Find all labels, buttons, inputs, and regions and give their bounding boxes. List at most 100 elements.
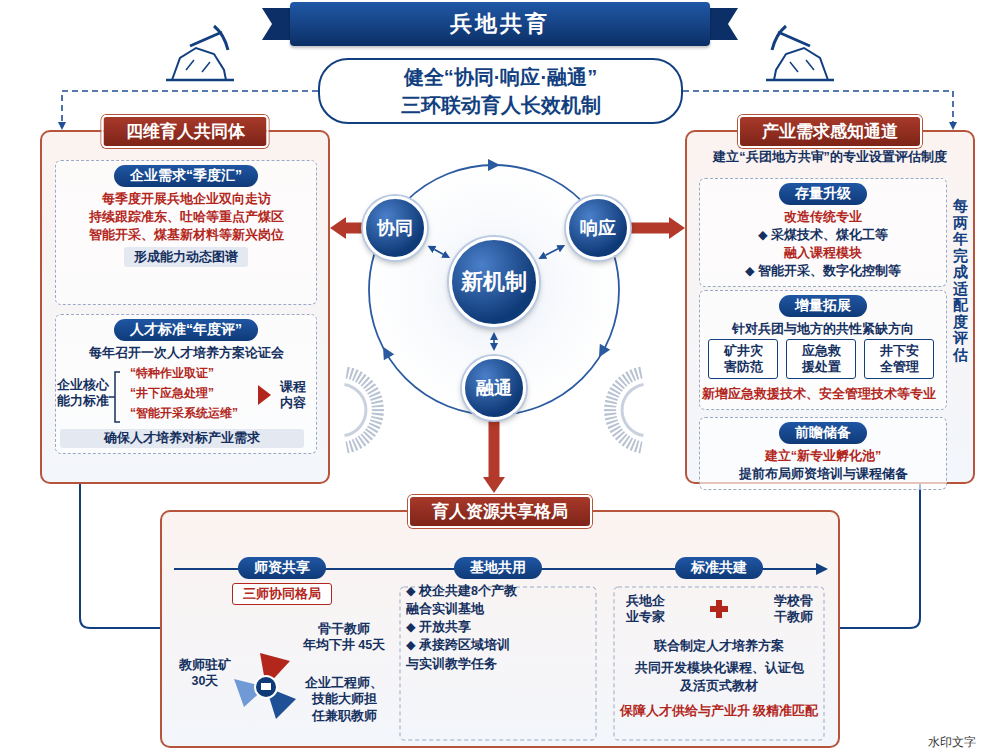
- decor-path: [710, 600, 728, 618]
- decor-path: [186, 60, 210, 72]
- arrow-target: 课程 内容: [274, 379, 312, 412]
- section-box: 人才标准“年度评” 每年召开一次人才培养方案论证会企业核心 能力标准 “特种作业取证…: [55, 314, 317, 454]
- standard-item: “特种作业取证”: [122, 365, 260, 382]
- ring-circle: 协同: [363, 196, 427, 260]
- title-banner: 兵地共育: [290, 2, 710, 46]
- figure-note: 骨干教师 年均下井 45天: [302, 621, 386, 654]
- party-label: 兵地企 业专家: [620, 593, 670, 626]
- section-pill: 增量拓展: [779, 295, 867, 317]
- section-box: 企业需求“季度汇” 每季度开展兵地企业双向走访 持续跟踪准东、吐哈等重点产煤区 智…: [55, 160, 317, 305]
- circle-text: 新机制: [461, 267, 527, 297]
- decor-path: [610, 373, 641, 448]
- section-box: 存量升级改造传统专业◆ 采煤技术、煤化工等融入课程模块◆ 智能开采、数字化控制等: [699, 178, 947, 287]
- standard-item: “井下应急处理”: [122, 385, 260, 402]
- decor-circle: [344, 140, 644, 440]
- section-pill: 企业需求“季度汇”: [114, 165, 258, 187]
- section-line: 新增应急救援技术、安全管理技术等专业: [700, 385, 938, 403]
- ring-circle: 融通: [462, 356, 526, 420]
- decor-path: [345, 384, 366, 435]
- section-line: ◆ 智能开采、数字化控制等: [705, 262, 941, 280]
- direction-box: 井下安 全管理: [864, 339, 934, 379]
- decor-path: [115, 372, 120, 422]
- column-box: 标准共建兵地企 业专家学校骨 干教师联合制定人才培养方案共同开发模块化课程、认证…: [612, 557, 826, 742]
- right-panel: 产业需求感知通道建立“兵团地方共审”的专业设置评估制度每两年完成适配度评估存量升…: [685, 130, 975, 484]
- section-line: ◆ 采煤技术、煤化工等: [705, 226, 941, 244]
- section-pill: 人才标准“年度评”: [114, 319, 258, 341]
- standard-item: “智能开采系统运维”: [122, 405, 260, 422]
- panel-heading: 四维育人共同体: [102, 115, 269, 148]
- section-pill: 存量升级: [779, 183, 867, 205]
- decor-path: [488, 159, 500, 171]
- section-body: 每季度开展兵地企业双向走访 持续跟踪准东、吐哈等重点产煤区 智能开采、煤基新材料…: [61, 190, 311, 244]
- bracket-label: 企业核心 能力标准: [56, 377, 110, 410]
- decor-path: [347, 373, 378, 448]
- circle-text: 响应: [580, 216, 616, 240]
- decor-path: [772, 26, 786, 50]
- panel-heading: 育人资源共享格局: [408, 495, 592, 528]
- figure-note: 教师驻矿 30天: [176, 657, 234, 690]
- decor-path: [190, 32, 222, 46]
- decor-path: [778, 32, 810, 46]
- bullet-item: ◆ 承接跨区域培训 与实训教学任务: [398, 636, 598, 672]
- section-box: 前瞻储备建立“新专业孵化池”提前布局师资培训与课程储备: [699, 417, 947, 490]
- column-box: 师资共享三师协同格局教师驻矿 30天 骨干教师 年均下井 45天企业工程师、 技能…: [176, 557, 388, 742]
- direction-text: 应急救 援处置: [787, 343, 855, 376]
- decor-path: [166, 79, 234, 82]
- decor-path: [816, 563, 828, 575]
- decor-path: [80, 484, 160, 628]
- panel-heading: 产业需求感知通道: [738, 115, 922, 148]
- policy-note: 建立“兵团地方共审”的专业设置评估制度: [691, 148, 969, 166]
- decor-path: [766, 79, 834, 82]
- circle-text: 融通: [476, 376, 512, 400]
- decor-path: [109, 396, 115, 398]
- bullet-item: ◆ 开放共享: [398, 618, 598, 636]
- decor-g: [234, 653, 296, 719]
- party-label: 学校骨 干教师: [768, 593, 818, 626]
- bullet-item: ◆ 校企共建8个产教 融合实训基地: [398, 582, 598, 618]
- section-pill: 前瞻储备: [779, 422, 867, 444]
- decor-path: [260, 653, 290, 687]
- left-panel: 四维育人共同体企业需求“季度汇”每季度开展兵地企业双向走访 持续跟踪准东、吐哈等…: [40, 130, 330, 484]
- bottom-panel: 育人资源共享格局师资共享三师协同格局教师驻矿 30天骨干教师 年均下井 45天企…: [160, 510, 840, 748]
- decor-path: [214, 26, 228, 50]
- title-text: 兵地共育: [290, 2, 710, 46]
- direction-box: 应急救 援处置: [786, 339, 856, 379]
- decor-path: [622, 384, 643, 435]
- watermark: 水印文字: [928, 734, 976, 751]
- standard-line: 保障人才供给与产业升 级精准匹配: [612, 702, 826, 720]
- pattern-tag: 三师协同格局: [232, 583, 332, 605]
- link-arrow: [435, 250, 444, 255]
- decor-polygon: [262, 8, 292, 40]
- section-box: 增量拓展针对兵团与地方的共性紧缺方向新增应急救援技术、安全管理技术等专业 矿井灾 …: [699, 290, 947, 410]
- decor-path: [774, 48, 828, 80]
- decor-path: [378, 344, 394, 360]
- section-line: 融入课程模块: [705, 244, 941, 262]
- result-tag: 确保人才培养对标产业需求: [60, 429, 304, 448]
- vertical-note: 每两年完成适配度评估: [953, 198, 971, 363]
- section-line: 提前布局师资培训与课程储备: [705, 465, 941, 483]
- decor-path: [172, 48, 226, 80]
- decor-path: [234, 679, 266, 707]
- direction-text: 矿井灾 害防范: [709, 343, 777, 376]
- decor-rect: [261, 683, 271, 690]
- section-body: 每年召开一次人才培养方案论证会: [61, 344, 311, 362]
- section-line: 针对兵团与地方的共性紧缺方向: [705, 320, 941, 338]
- decor-polygon: [708, 8, 738, 40]
- section-line: 改造传统专业: [705, 208, 941, 226]
- direction-box: 矿井灾 害防范: [708, 339, 778, 379]
- link-arrow: [545, 249, 558, 256]
- flow-arrow: [630, 223, 669, 234]
- mechanism-text: 健全“协同·响应·融通” 三环联动育人长效机制: [370, 63, 632, 119]
- figure-note: 企业工程师、 技能大师担 任兼职教师: [302, 675, 386, 724]
- standard-line: 联合制定人才培养方案: [612, 637, 826, 655]
- standard-line: 共同开发模块化课程、认证包 及活页式教材: [612, 659, 826, 695]
- section-line: 建立“新专业孵化池”: [705, 447, 941, 465]
- direction-text: 井下安 全管理: [865, 343, 933, 376]
- decor-path: [258, 385, 271, 405]
- decor-path: [266, 687, 296, 719]
- center-circle: 新机制: [449, 237, 539, 327]
- flow-arrow: [346, 223, 363, 234]
- column-pill: 师资共享: [238, 557, 326, 579]
- decor-path: [840, 484, 920, 628]
